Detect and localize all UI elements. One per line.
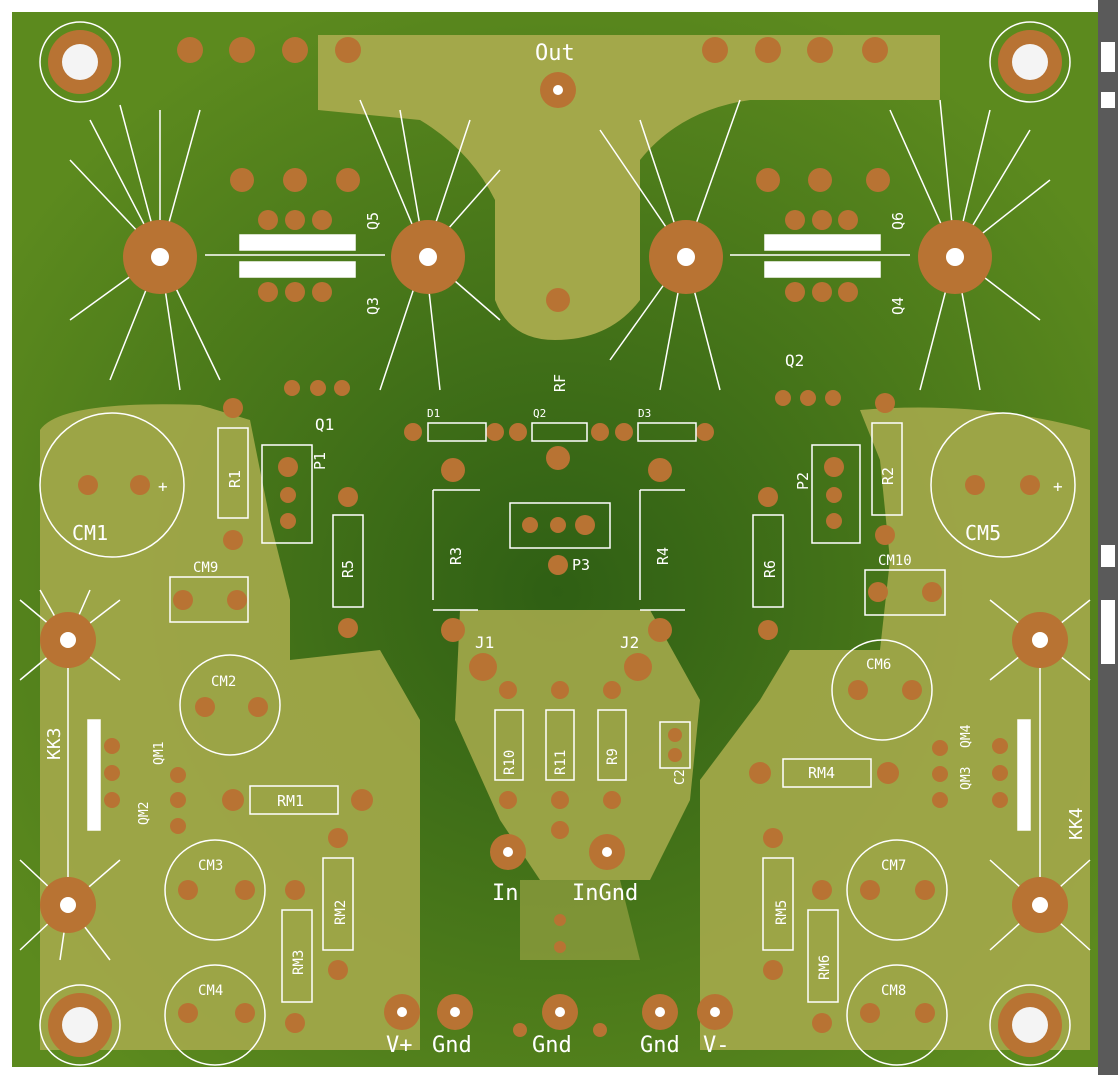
label-vminus: V- [703,1033,730,1058]
label-cm8: CM8 [881,983,906,999]
label-rm4: RM4 [808,764,835,782]
label-r10: R10 [502,750,518,775]
label-r3: R3 [447,547,465,565]
label-gnd-1: Gnd [432,1033,472,1058]
label-p2: P2 [794,472,812,490]
label-rf: RF [551,374,569,392]
label-rm3: RM3 [291,950,307,975]
label-d1: D1 [427,407,440,420]
heatsink-screw-pads [40,220,1068,933]
label-cm9: CM9 [193,560,218,576]
label-rm1: RM1 [277,792,304,810]
label-qm1: QM1 [152,742,167,765]
label-plus-cm5: + [1053,477,1063,496]
label-kk3: KK3 [44,727,65,760]
label-rm2: RM2 [333,900,349,925]
label-out: Out [535,41,575,66]
label-qm3: QM3 [959,767,974,790]
label-cm6: CM6 [866,657,891,673]
label-d3: D3 [638,407,651,420]
label-cm2: CM2 [211,674,236,690]
label-c2: C2 [673,769,688,785]
label-cm1: CM1 [72,521,108,545]
label-q6: Q6 [889,212,907,230]
label-kk4: KK4 [1066,807,1087,840]
copper-zones [40,35,1090,1050]
capacitor-outlines [39,412,1076,1066]
label-qm2: QM2 [137,802,152,825]
label-r5: R5 [339,560,357,578]
label-j2: J2 [620,633,639,652]
label-r6: R6 [761,560,779,578]
label-cm10: CM10 [878,553,912,569]
label-cm4: CM4 [198,983,223,999]
label-cm7: CM7 [881,858,906,874]
label-rm6: RM6 [817,955,833,980]
through-hole-pads [78,37,1040,1037]
edge-glyph [1101,92,1115,108]
window-edge-strip [1098,0,1118,1075]
label-gnd-2: Gnd [532,1033,572,1058]
label-q5: Q5 [364,212,382,230]
label-r4: R4 [654,547,672,565]
label-cm5: CM5 [965,521,1001,545]
label-q4: Q4 [889,297,907,315]
edge-glyph [1101,600,1115,664]
label-r1: R1 [226,470,244,488]
label-ingnd: InGnd [572,881,638,906]
label-rm5: RM5 [774,900,790,925]
label-q1: Q1 [315,415,334,434]
label-cm3: CM3 [198,858,223,874]
label-q2-small: Q2 [533,407,546,420]
label-gnd-3: Gnd [640,1033,680,1058]
label-r11: R11 [553,750,569,775]
lower-heatsinks [19,589,1091,961]
label-p1: P1 [311,452,329,470]
label-r2: R2 [879,467,897,485]
label-q2: Q2 [785,351,804,370]
edge-glyph [1101,42,1115,72]
label-p3: P3 [572,556,590,574]
label-in: In [492,881,519,906]
label-j1: J1 [475,633,494,652]
silkscreen-labels: Out Q5 Q3 Q6 Q4 Q1 Q2 RF D1 Q2 D3 R1 P1 … [44,41,1087,1058]
edge-glyph [1101,545,1115,567]
label-q3: Q3 [364,297,382,315]
label-vplus: V+ [386,1033,413,1058]
mounting-holes [39,21,1071,1066]
label-plus-cm1: + [158,477,168,496]
label-qm4: QM4 [959,724,974,748]
heatsink-fins [69,99,1051,391]
pad-drills [397,85,720,1017]
label-r9: R9 [605,748,621,765]
